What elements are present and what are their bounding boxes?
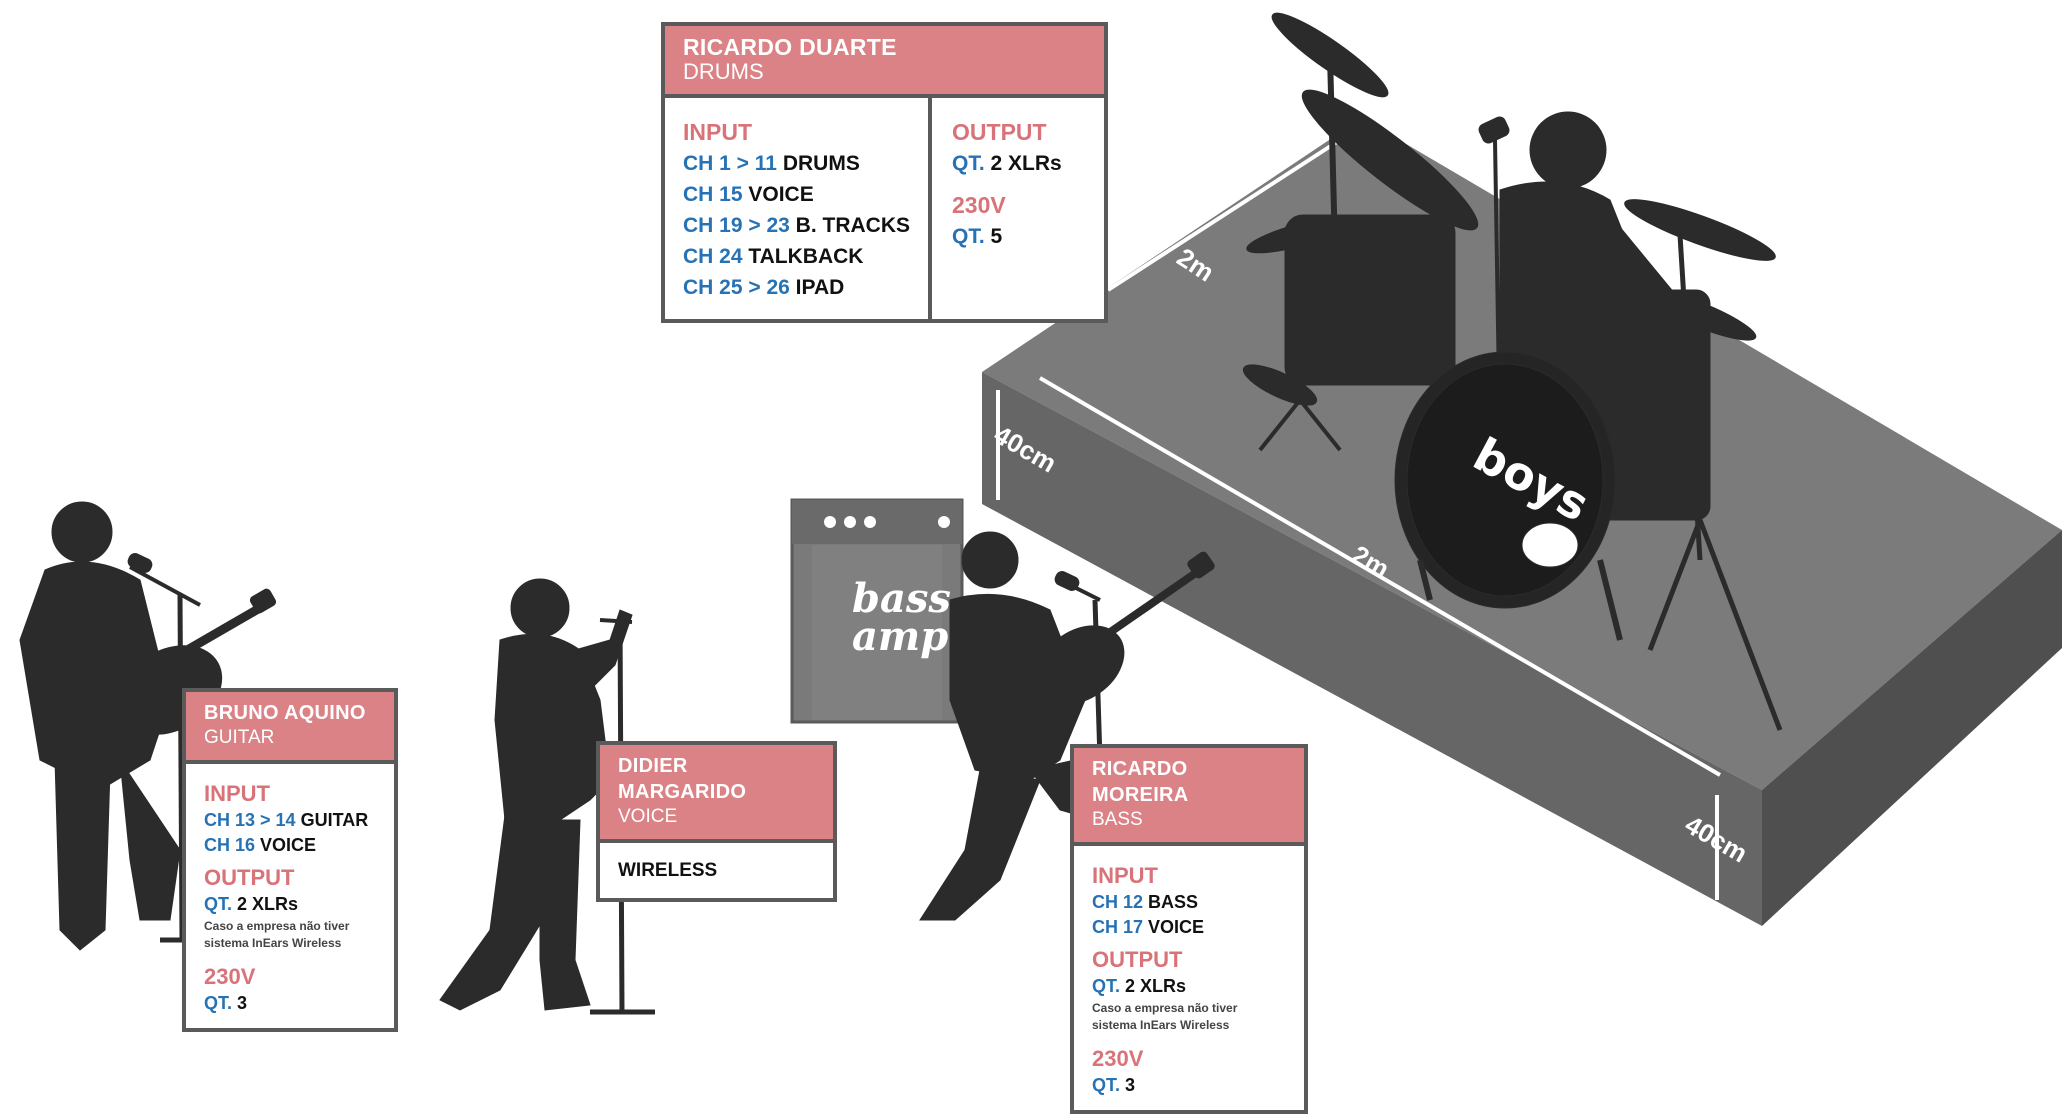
dim-line-front [1038, 376, 1722, 777]
input-title: INPUT [683, 119, 752, 145]
input-line: CH 25 > 26 IPAD [683, 276, 845, 299]
power-title: 230V [204, 964, 256, 989]
input-line: CH 12 BASS [1092, 892, 1199, 912]
bass-amp: bass amp [790, 498, 964, 724]
musician-name: RICARDO MOREIRA [1092, 758, 1189, 806]
input-line: CH 1 > 11 DRUMS [683, 152, 860, 175]
input-line: CH 19 > 23 B. TRACKS [683, 214, 911, 237]
panel-voice-header: DIDIER MARGARIDO VOICE [600, 745, 833, 843]
voice-body: WIRELESS [600, 843, 833, 898]
riser-left-side [982, 372, 1762, 926]
singer-silhouette [439, 578, 655, 1015]
power-line: QT. 3 [1092, 1075, 1136, 1095]
output-line: QT. 2 XLRs [952, 152, 1062, 175]
output-note-line2: sistema InEars Wireless [1092, 1018, 1230, 1032]
panel-bass-header: RICARDO MOREIRA BASS [1074, 748, 1304, 846]
musician-role: DRUMS [683, 59, 764, 84]
input-line: CH 15 VOICE [683, 183, 814, 206]
stage-plot-illustration: 2m 2m 40cm 40cm boys [19, 12, 2062, 1015]
musician-name: DIDIER MARGARIDO [618, 755, 747, 803]
output-note-line2: sistema InEars Wireless [204, 936, 342, 950]
voice-body-text: WIRELESS [618, 860, 718, 881]
power-title: 230V [952, 192, 1006, 218]
drummer-silhouette: boys [1242, 12, 1783, 731]
panel-voice: DIDIER MARGARIDO VOICE WIRELESS [596, 741, 837, 902]
bass-body: INPUT CH 12 BASS CH 17 VOICE OUTPUT QT. … [1074, 846, 1304, 1110]
drums-input-column: INPUT CH 1 > 11 DRUMS CH 15 VOICE CH 19 … [665, 98, 933, 319]
riser-right-side [1762, 530, 2062, 926]
panel-drums: RICARDO DUARTE DRUMS INPUT CH 1 > 11 DRU… [661, 22, 1108, 323]
output-title: OUTPUT [204, 865, 295, 890]
drums-output-column: OUTPUT QT. 2 XLRs 230V QT. 5 [932, 98, 1104, 319]
output-title: OUTPUT [952, 119, 1047, 145]
musician-role: VOICE [618, 806, 678, 827]
panel-guitar-header: BRUNO AQUINO GUITAR [186, 692, 394, 764]
output-title: OUTPUT [1092, 947, 1183, 972]
power-title: 230V [1092, 1046, 1144, 1071]
input-line: CH 16 VOICE [204, 835, 317, 855]
dim-line-back [1106, 138, 1342, 292]
musician-name: BRUNO AQUINO [204, 702, 366, 724]
musician-name: RICARDO DUARTE [683, 34, 897, 60]
panel-drums-header: RICARDO DUARTE DRUMS [665, 26, 1104, 98]
guitar-body: INPUT CH 13 > 14 GUITAR CH 16 VOICE OUTP… [186, 764, 394, 1028]
power-line: QT. 5 [952, 225, 1003, 248]
musician-role: BASS [1092, 809, 1143, 830]
input-line: CH 17 VOICE [1092, 917, 1205, 937]
input-line: CH 13 > 14 GUITAR [204, 810, 369, 830]
output-line: QT. 2 XLRs [204, 894, 299, 914]
input-title: INPUT [1092, 863, 1158, 888]
input-title: INPUT [204, 781, 270, 806]
output-line: QT. 2 XLRs [1092, 976, 1187, 996]
output-note-line1: Caso a empresa não tiver [204, 919, 350, 933]
panel-bass: RICARDO MOREIRA BASS INPUT CH 12 BASS CH… [1070, 744, 1308, 1114]
output-note-line1: Caso a empresa não tiver [1092, 1001, 1238, 1015]
amp-label-line1: bass [852, 575, 951, 622]
guitarist-silhouette [19, 501, 277, 951]
input-line: CH 24 TALKBACK [683, 245, 864, 268]
amp-label-line2: amp [852, 613, 948, 660]
panel-guitar: BRUNO AQUINO GUITAR INPUT CH 13 > 14 GUI… [182, 688, 398, 1032]
musician-role: GUITAR [204, 727, 275, 748]
power-line: QT. 3 [204, 993, 248, 1013]
